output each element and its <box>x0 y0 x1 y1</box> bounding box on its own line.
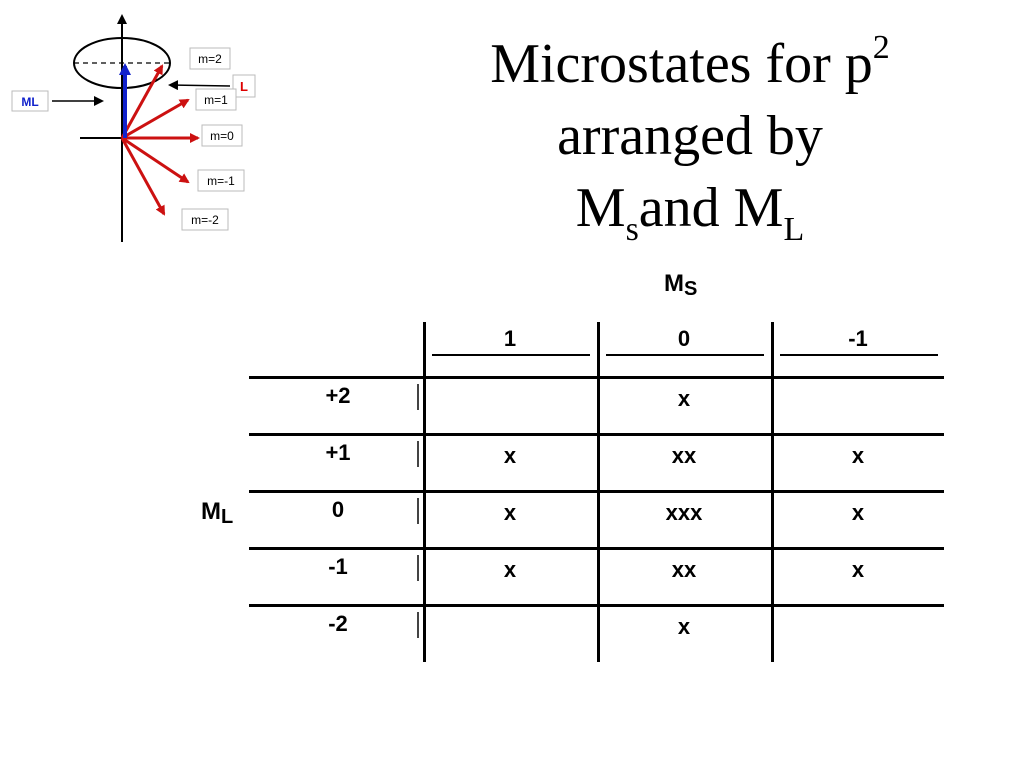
l-vector-m-2 <box>120 137 166 216</box>
l-vector-m1 <box>121 98 190 140</box>
table-row-line <box>249 433 944 436</box>
table-row-line <box>249 604 944 607</box>
row-header-ml: -2 <box>328 611 348 636</box>
vector-model-diagram: ML L m=2 m=1 m=0 m=-1 m=-2 <box>11 14 256 242</box>
row-tick <box>417 555 419 581</box>
table-row-line <box>249 490 944 493</box>
m-box-1 <box>195 88 237 111</box>
ml-axis-label: ML <box>201 498 234 528</box>
table-cell: x <box>851 557 865 582</box>
table-cell: x <box>503 500 517 525</box>
m-label-neg2: m=-2 <box>191 213 219 227</box>
m-box-neg2 <box>181 208 229 231</box>
table-cell: x <box>851 500 865 525</box>
row-tick <box>417 441 419 467</box>
m-label-2: m=2 <box>198 52 222 66</box>
l-label-box <box>232 74 256 98</box>
row-tick <box>417 498 419 524</box>
l-pointer-arrow <box>168 80 231 91</box>
ml-label-box <box>11 90 49 112</box>
table-cell: xx <box>671 443 697 468</box>
m-box-2 <box>189 47 231 70</box>
m-label-0: m=0 <box>210 129 234 143</box>
l-vector-m-1 <box>121 136 190 184</box>
row-header-ml: -1 <box>328 554 348 579</box>
row-header-ml: +1 <box>325 440 351 465</box>
column-header-ms-1: 1 <box>503 326 517 351</box>
table-cell: x <box>503 443 517 468</box>
l-label: L <box>240 79 248 94</box>
table-cell: x <box>677 614 691 639</box>
m-label-neg1: m=-1 <box>207 174 235 188</box>
table-row-line <box>249 547 944 550</box>
header-underline <box>606 354 764 356</box>
title-line-3: Msand ML <box>575 177 805 248</box>
header-underline <box>780 354 938 356</box>
l-vector-m2 <box>120 64 164 139</box>
ms-axis-label: MS <box>664 270 698 300</box>
table-cell: x <box>503 557 517 582</box>
m-box-neg1 <box>197 169 245 192</box>
m-box-0 <box>201 124 243 147</box>
title-line-2: arranged by <box>557 105 823 167</box>
row-tick <box>417 384 419 410</box>
slide-title: Microstates for p2 arranged by Msand ML <box>380 28 1000 248</box>
table-cell: xxx <box>665 500 703 525</box>
ml-label: ML <box>21 95 38 109</box>
title-line-1: Microstates for p2 <box>490 29 890 96</box>
m-label-1: m=1 <box>204 93 228 107</box>
row-tick <box>417 612 419 638</box>
row-header-ml: 0 <box>331 497 345 522</box>
table-cell: xx <box>671 557 697 582</box>
column-header-ms-0: 0 <box>677 326 691 351</box>
table-row-line <box>249 376 944 379</box>
column-header-ms-neg1: -1 <box>848 326 868 351</box>
table-cell: x <box>851 443 865 468</box>
header-underline <box>432 354 590 356</box>
row-header-ml: +2 <box>325 383 351 408</box>
table-cell: x <box>677 386 691 411</box>
